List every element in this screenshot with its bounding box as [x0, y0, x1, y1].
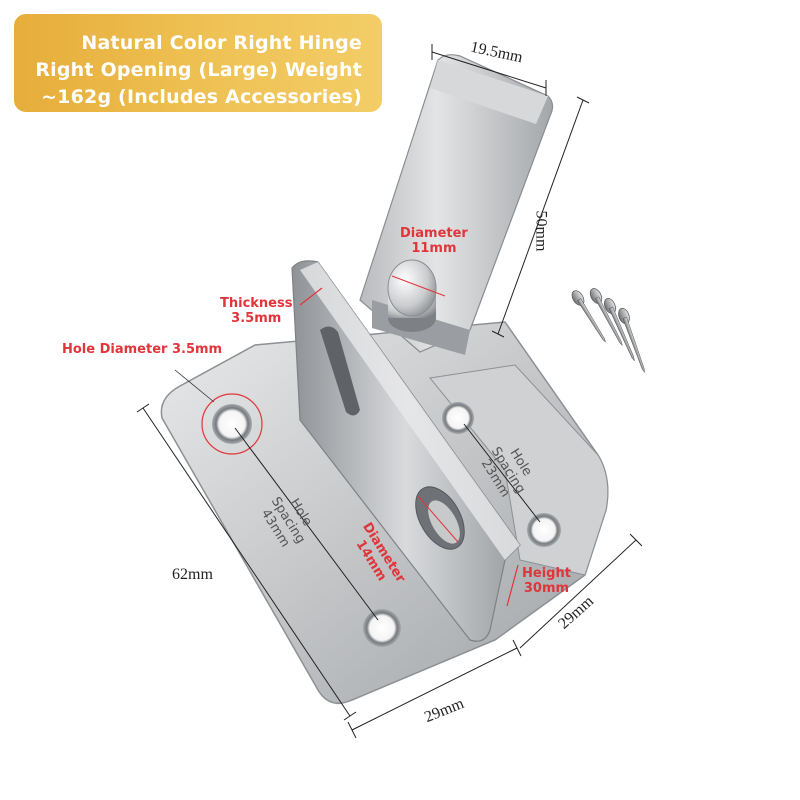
banner-line-3: ~162g (Includes Accessories)	[41, 86, 362, 108]
callout-hole-diameter: Hole Diameter 3.5mm	[62, 342, 223, 357]
callout-height: Height 30mm	[522, 566, 571, 596]
callout-thickness-value: 3.5mm	[231, 311, 282, 326]
screws	[571, 288, 645, 373]
right-flap	[429, 364, 609, 576]
callout-height-value: 30mm	[523, 581, 570, 596]
fold-plate	[291, 260, 521, 642]
callout-thickness-label: Thickness	[220, 296, 293, 311]
callout-top-diameter-value: 11mm	[411, 241, 457, 256]
dim-left-height: 62mm	[172, 566, 213, 583]
callout-top-diameter-label: Diameter	[400, 226, 468, 241]
callout-thickness: Thickness 3.5mm	[220, 296, 292, 326]
banner-line-1: Natural Color Right Hinge	[81, 32, 362, 54]
banner-line-2: Right Opening (Large) Weight	[35, 59, 362, 81]
callout-height-label: Height	[522, 566, 571, 581]
callout-top-diameter: Diameter 11mm	[400, 226, 468, 256]
mounting-holes	[212, 402, 561, 647]
product-banner: Natural Color Right Hinge Right Opening …	[14, 14, 382, 112]
top-knob	[387, 259, 437, 332]
dim-arm-length: 50mm	[532, 210, 550, 252]
